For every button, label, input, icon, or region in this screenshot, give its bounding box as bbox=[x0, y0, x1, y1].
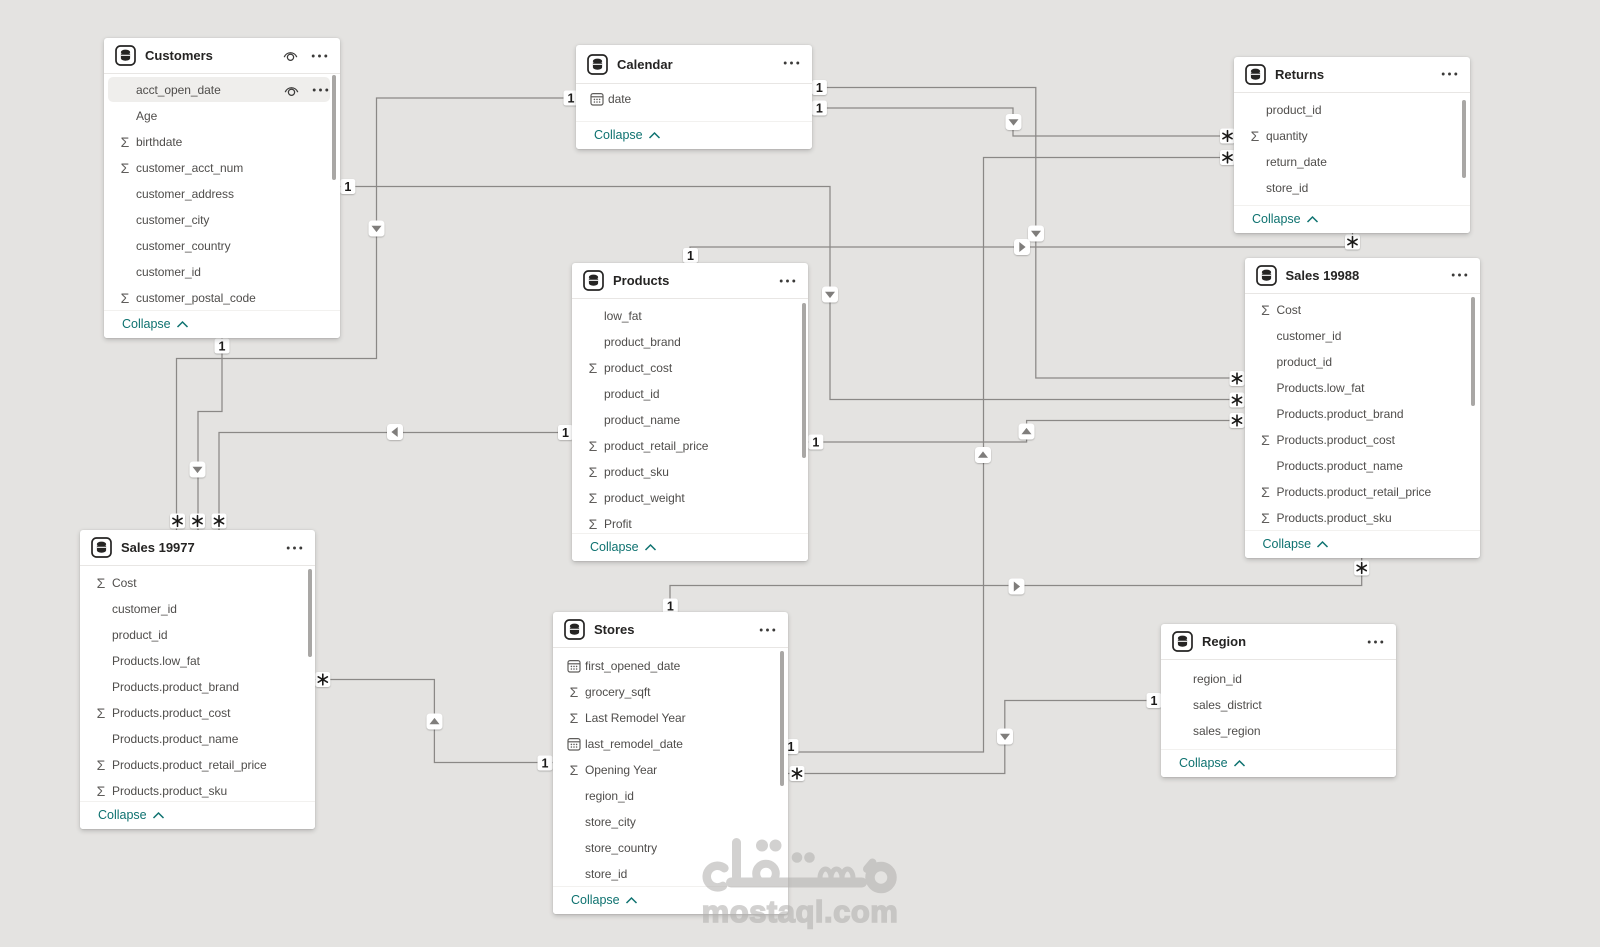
svg-text:1: 1 bbox=[816, 102, 823, 116]
svg-text:1: 1 bbox=[788, 740, 795, 754]
svg-text:1: 1 bbox=[568, 92, 575, 106]
svg-text:1: 1 bbox=[344, 180, 351, 194]
svg-text:1: 1 bbox=[542, 757, 549, 771]
svg-text:1: 1 bbox=[1151, 694, 1158, 708]
svg-text:1: 1 bbox=[812, 436, 819, 450]
svg-text:1: 1 bbox=[687, 249, 694, 263]
svg-text:1: 1 bbox=[562, 426, 569, 440]
svg-text:1: 1 bbox=[816, 81, 823, 95]
svg-text:1: 1 bbox=[219, 340, 226, 354]
svg-text:1: 1 bbox=[667, 600, 674, 614]
